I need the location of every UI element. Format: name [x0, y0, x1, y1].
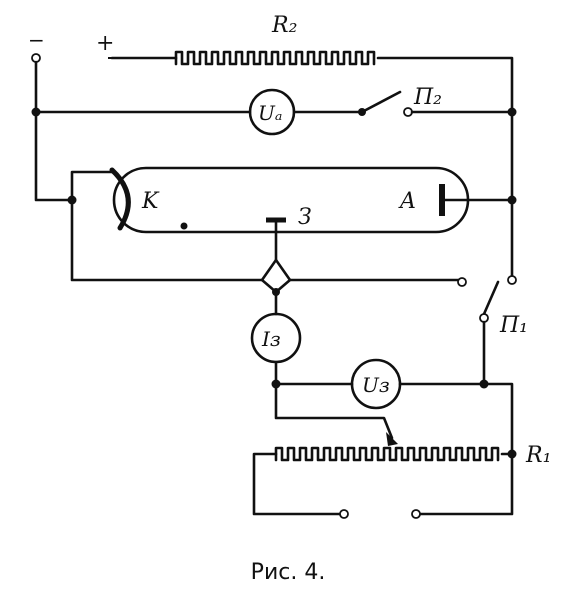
r1-slider-arrow	[386, 432, 398, 446]
a-label: A	[398, 189, 416, 214]
i3-label: Iз	[261, 327, 281, 351]
p1-label: П₁	[499, 313, 528, 338]
wire-p1-down	[482, 320, 514, 456]
terminal-middle	[457, 277, 467, 287]
terminal-right-upper	[507, 275, 517, 285]
cathode-dot	[180, 222, 188, 230]
wire-r1-left	[252, 452, 342, 516]
terminal-bottom-left	[339, 509, 349, 519]
wire-probe-down	[260, 258, 292, 316]
ua-label: Uₐ	[258, 101, 282, 125]
terminal-bottom-right	[411, 509, 421, 519]
wire-i3-down	[274, 360, 394, 440]
plus-label: +	[96, 31, 114, 56]
figure-caption: Рис. 4.	[250, 560, 326, 585]
voltmeter-u3: Uз	[350, 358, 402, 410]
vacuum-tube: K З A	[109, 166, 470, 262]
k-label: K	[141, 189, 160, 214]
wire-heater-bottom	[70, 198, 460, 294]
s-label: З	[298, 205, 312, 230]
ammeter-i3: Iз	[250, 312, 302, 364]
left-main-wire	[34, 60, 74, 202]
u3-label: Uз	[362, 373, 390, 397]
minus-terminal: −	[28, 28, 45, 63]
switch-p2: П₂	[358, 85, 442, 117]
wire-r2-to-right	[376, 56, 514, 202]
r1-label: R₁	[525, 443, 551, 468]
plus-terminal: +	[96, 31, 114, 59]
voltmeter-ua: Uₐ	[248, 88, 296, 136]
switch-p1: П₁	[479, 280, 528, 338]
p2-label: П₂	[413, 85, 442, 110]
junction-right-top	[507, 107, 517, 117]
junction-probe	[272, 288, 280, 296]
heater-loop	[70, 170, 114, 202]
rheostat-r2	[174, 50, 376, 66]
minus-label: −	[28, 28, 45, 52]
cathode	[109, 167, 131, 231]
rheostat-r1	[274, 446, 500, 462]
wire-r1-right	[418, 452, 514, 516]
junction-r1-right	[507, 449, 517, 459]
r2-label: R₂	[271, 13, 297, 38]
